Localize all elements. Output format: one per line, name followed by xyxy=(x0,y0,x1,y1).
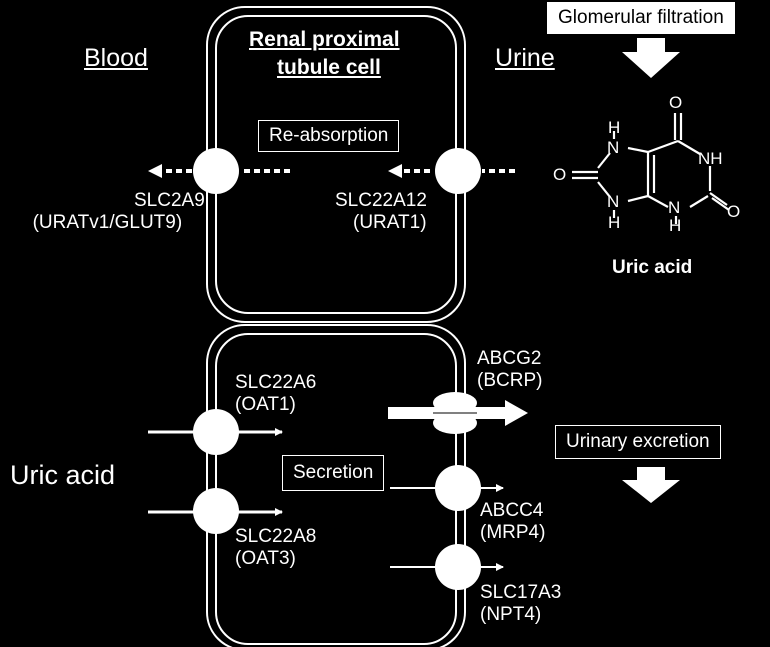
slc22a12-alias: (URAT1) xyxy=(353,211,427,233)
slc22a6-alias: (OAT1) xyxy=(235,393,296,415)
uric-acid-blood-label: Uric acid xyxy=(10,460,116,490)
atom-n-bottom-mid: N xyxy=(668,198,681,217)
urinary-excretion-box: Urinary excretion xyxy=(555,425,721,459)
atom-n-bottom-left: N xyxy=(607,192,620,211)
atom-h-bottom-mid: H xyxy=(669,216,682,235)
uric-acid-structure xyxy=(572,113,730,224)
slc17a3-label: SLC17A3 (NPT4) xyxy=(480,582,561,626)
slc22a12-name: SLC22A12 xyxy=(335,190,427,211)
slc17a3-alias: (NPT4) xyxy=(480,603,542,625)
reabsorption-box: Re-absorption xyxy=(258,120,400,152)
glomerular-filtration-box: Glomerular filtration xyxy=(547,2,735,34)
filtration-arrow xyxy=(622,38,680,78)
slc22a6-name: SLC22A6 xyxy=(235,372,317,393)
reabsorption-arrows xyxy=(148,164,515,178)
slc2a9-alias: (URATv1/GLUT9) xyxy=(32,211,183,233)
excretion-arrow xyxy=(622,467,680,503)
atom-n-top: N xyxy=(607,138,620,157)
abcg2-transporter xyxy=(433,392,477,434)
abcg2-alias: (BCRP) xyxy=(477,369,543,391)
slc22a6-label: SLC22A6 (OAT1) xyxy=(235,372,316,416)
slc22a12-label: SLC22A12 (URAT1) xyxy=(335,190,427,234)
slc22a8-name: SLC22A8 xyxy=(235,526,317,547)
abcc4-transporter xyxy=(435,465,481,511)
abcc4-label: ABCC4 (MRP4) xyxy=(480,500,545,544)
slc22a8-transporter xyxy=(193,488,239,534)
secretion-box: Secretion xyxy=(282,455,385,491)
abcc4-alias: (MRP4) xyxy=(480,521,546,543)
urine-label: Urine xyxy=(495,44,555,72)
slc17a3-name: SLC17A3 xyxy=(480,582,562,603)
slc22a8-alias: (OAT3) xyxy=(235,547,296,569)
slc2a9-transporter xyxy=(193,148,239,194)
atom-o-right: O xyxy=(727,202,741,221)
slc22a8-label: SLC22A8 (OAT3) xyxy=(235,526,316,570)
slc2a9-label: SLC2A9 (URATv1/GLUT9) xyxy=(33,190,205,234)
atom-h-top: H xyxy=(608,118,621,137)
cell-title-line1: Renal proximal xyxy=(249,28,400,51)
atom-o-left: O xyxy=(553,165,567,184)
slc22a12-transporter xyxy=(435,148,481,194)
abcg2-label: ABCG2 (BCRP) xyxy=(477,348,542,392)
slc22a6-transporter xyxy=(193,409,239,455)
atom-h-bottom-left: H xyxy=(608,213,621,232)
atom-o-top: O xyxy=(669,93,683,112)
upper-cell-outline xyxy=(206,6,466,323)
slc2a9-name: SLC2A9 xyxy=(134,190,205,211)
blood-label: Blood xyxy=(84,44,148,72)
abcg2-name: ABCG2 xyxy=(477,348,542,369)
uric-acid-structure-label: Uric acid xyxy=(612,257,693,278)
abcc4-name: ABCC4 xyxy=(480,500,544,521)
cell-title-line2: tubule cell xyxy=(277,56,381,79)
slc17a3-transporter xyxy=(435,544,481,590)
atom-nh-right: NH xyxy=(698,149,723,168)
